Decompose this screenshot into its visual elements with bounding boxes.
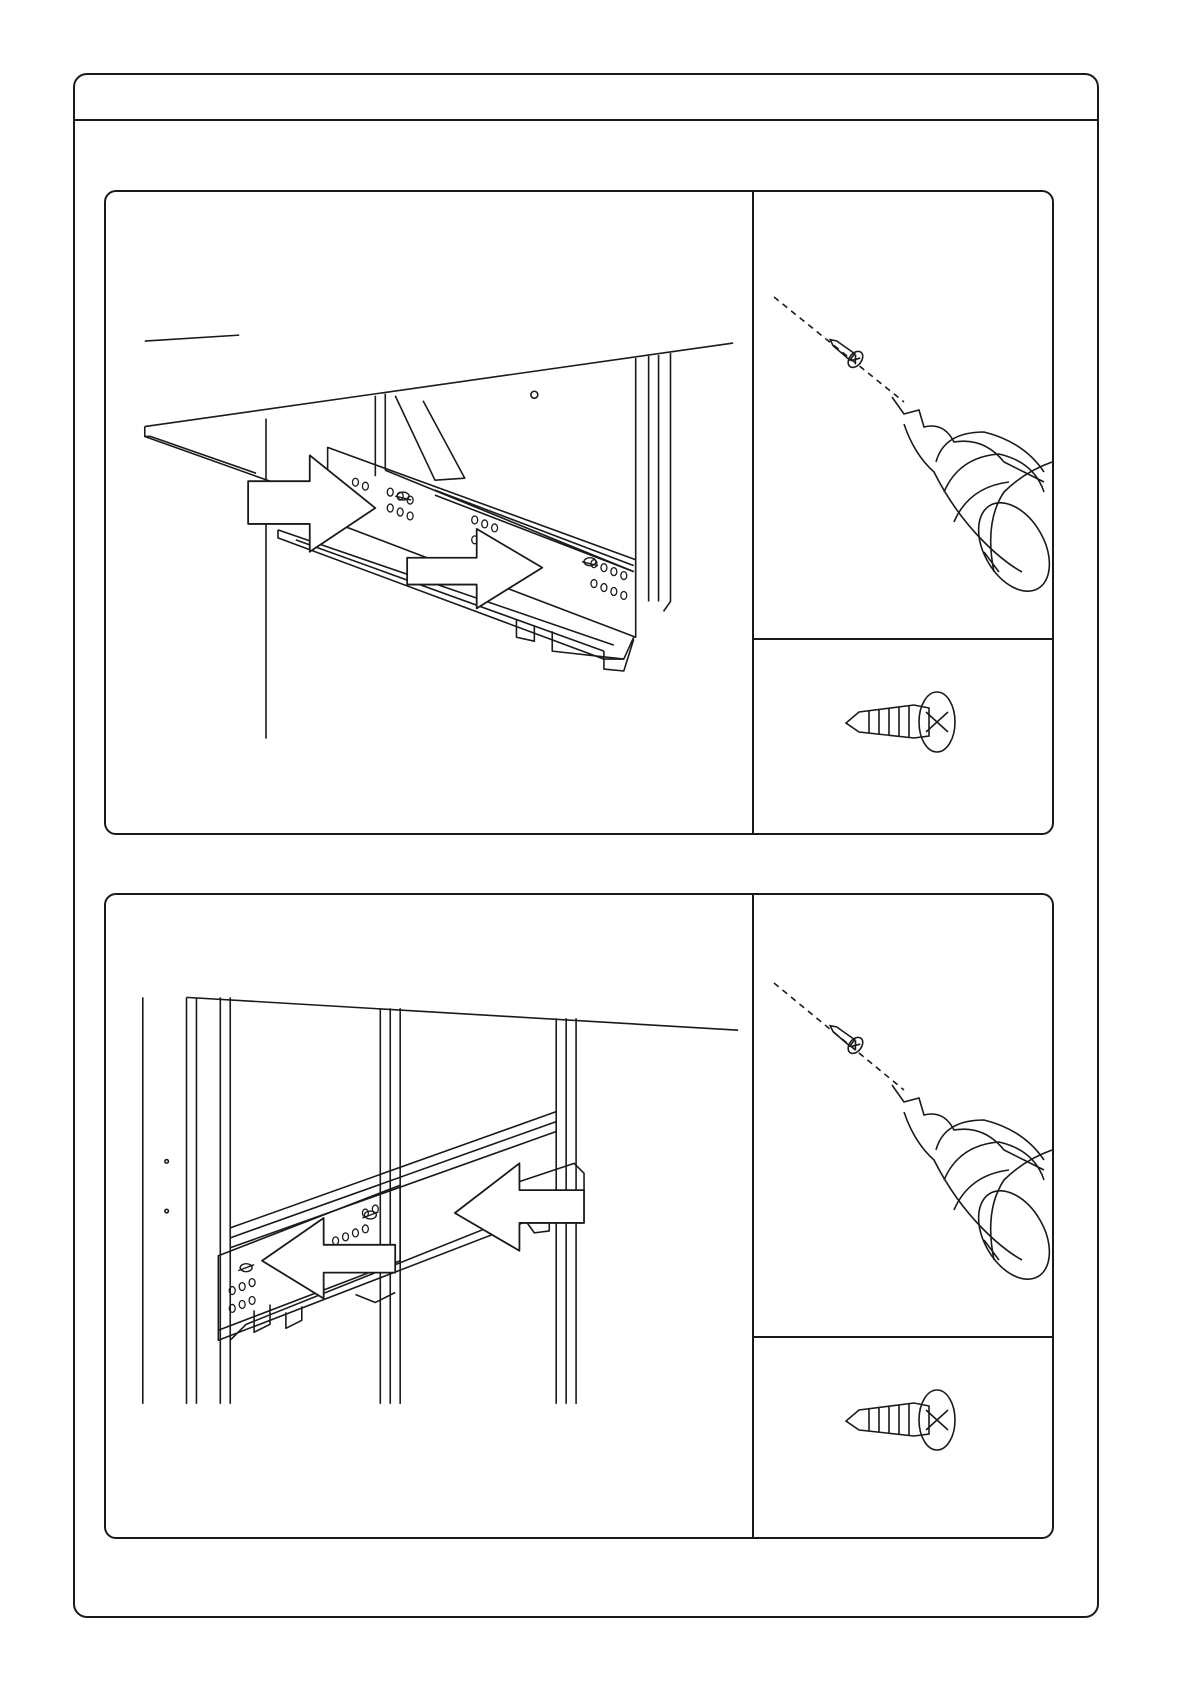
step-2-screw-detail (754, 1336, 1052, 1537)
step-1-panel (104, 190, 1054, 835)
drill-driving-screw-icon (774, 297, 1052, 604)
step-2-drill-detail (754, 895, 1052, 1340)
step-1-drill-detail (754, 192, 1052, 642)
step-1-screw-detail (754, 638, 1052, 833)
countersunk-screw-icon (846, 1390, 955, 1450)
step-1-main-illustration (106, 192, 754, 833)
countersunk-screw-icon (846, 692, 955, 752)
step-2-main-illustration (106, 895, 754, 1537)
drill-driving-screw-icon (774, 983, 1052, 1292)
step-2-panel (104, 893, 1054, 1539)
header-divider (75, 119, 1097, 121)
